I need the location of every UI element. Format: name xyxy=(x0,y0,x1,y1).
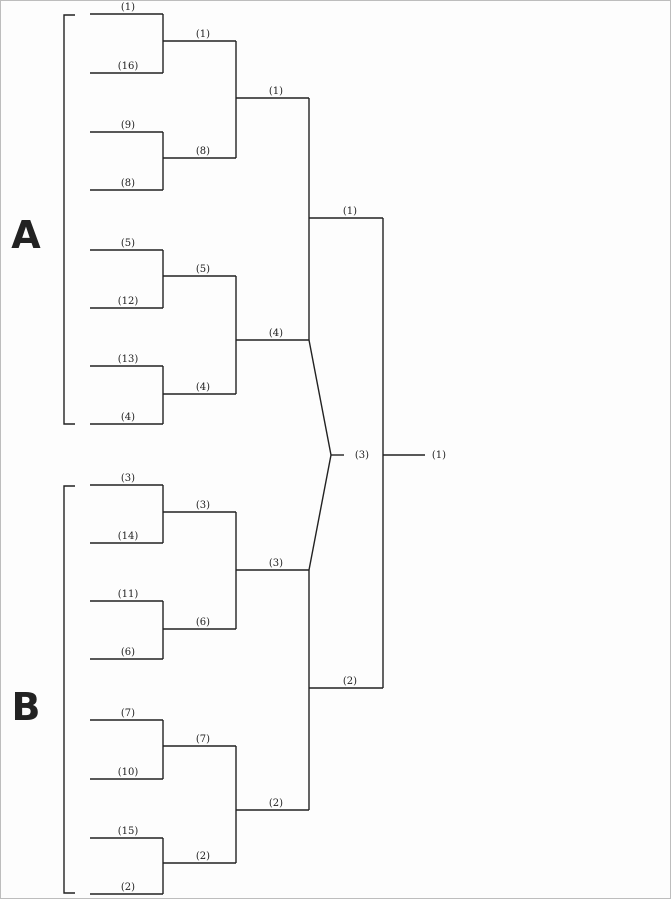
region-b-brace xyxy=(63,485,75,894)
round1-seed-label: (8) xyxy=(121,178,135,189)
round1-lines xyxy=(90,13,164,895)
round2-seed-label: (2) xyxy=(196,851,210,862)
round3-lines xyxy=(236,97,310,811)
round1-seed-label: (9) xyxy=(121,120,135,131)
round4-labels: (1) (2) xyxy=(343,206,357,687)
round1-labels: (1) (16) (9) (8) (5) (12) (13) (4) (3) (14) (11) (6… xyxy=(118,2,139,893)
round2-seed-label: (8) xyxy=(196,146,210,157)
round2-seed-label: (7) xyxy=(196,734,210,745)
round1-seed-label: (12) xyxy=(118,296,139,307)
center-merge-lines xyxy=(308,339,344,571)
round4-lines xyxy=(309,217,384,689)
round1-seed-label: (15) xyxy=(118,826,139,837)
round3-seed-label: (3) xyxy=(269,558,283,569)
region-a-label: A xyxy=(11,213,41,257)
round2-labels: (1) (8) (5) (4) (3) (6) (7) (2) xyxy=(196,29,210,862)
third-seed-label: (3) xyxy=(355,450,369,461)
round3-seed-label: (4) xyxy=(269,328,283,339)
round2-seed-label: (1) xyxy=(196,29,210,40)
round4-seed-label: (2) xyxy=(343,676,357,687)
round2-seed-label: (5) xyxy=(196,264,210,275)
round1-seed-label: (13) xyxy=(118,354,139,365)
round1-seed-label: (3) xyxy=(121,473,135,484)
round3-labels: (1) (4) (3) (2) xyxy=(269,86,283,809)
round1-seed-label: (5) xyxy=(121,238,135,249)
champion-label: (1) xyxy=(432,450,446,461)
region-b-label: B xyxy=(12,685,41,729)
round2-seed-label: (3) xyxy=(196,500,210,511)
round1-seed-label: (16) xyxy=(118,61,139,72)
round2-seed-label: (4) xyxy=(196,382,210,393)
round1-seed-label: (11) xyxy=(118,589,139,600)
round3-seed-label: (2) xyxy=(269,798,283,809)
round1-seed-label: (14) xyxy=(118,531,139,542)
round1-seed-label: (7) xyxy=(121,708,135,719)
round1-seed-label: (6) xyxy=(121,647,135,658)
round2-seed-label: (6) xyxy=(196,617,210,628)
round1-seed-label: (10) xyxy=(118,767,139,778)
round1-seed-label: (1) xyxy=(121,2,135,13)
round1-seed-label: (2) xyxy=(121,882,135,893)
round3-seed-label: (1) xyxy=(269,86,283,97)
round4-seed-label: (1) xyxy=(343,206,357,217)
region-a-brace xyxy=(63,14,75,425)
round1-seed-label: (4) xyxy=(121,412,135,423)
